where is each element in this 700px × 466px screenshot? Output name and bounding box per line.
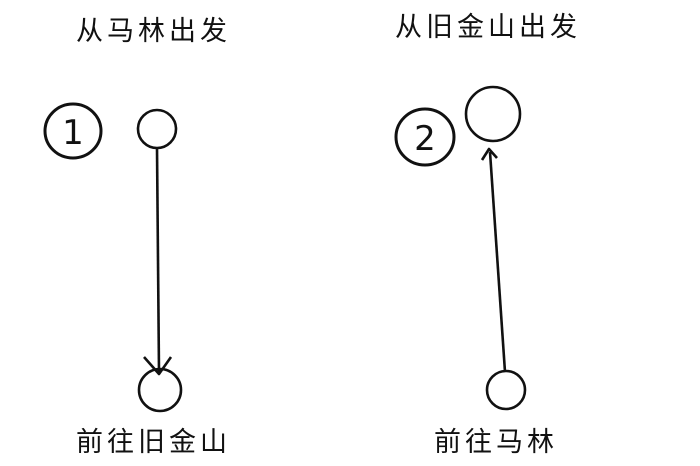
route-2-destination: 前往马林 [434,427,558,458]
route-2-title: 从旧金山出发 [395,12,581,43]
route-1-number: 1 [62,113,84,153]
route-1-line [155,147,161,373]
route-1-destination: 前往旧金山 [76,427,231,458]
route-1-badge: 1 [43,102,103,160]
route-2-path [464,85,527,411]
route-2-line [488,151,507,373]
route-1-title: 从马林出发 [76,16,231,47]
route-2-arrowhead [480,147,498,161]
route-2-badge: 2 [394,107,456,167]
route-2-end-node [464,85,522,143]
route-2-number: 2 [414,119,436,159]
route-1-start-node [136,108,178,150]
route-1-arrowhead [143,356,173,376]
route-2-start-node [485,369,527,411]
route-1-path [136,108,183,413]
route-1-end-node [137,367,183,413]
